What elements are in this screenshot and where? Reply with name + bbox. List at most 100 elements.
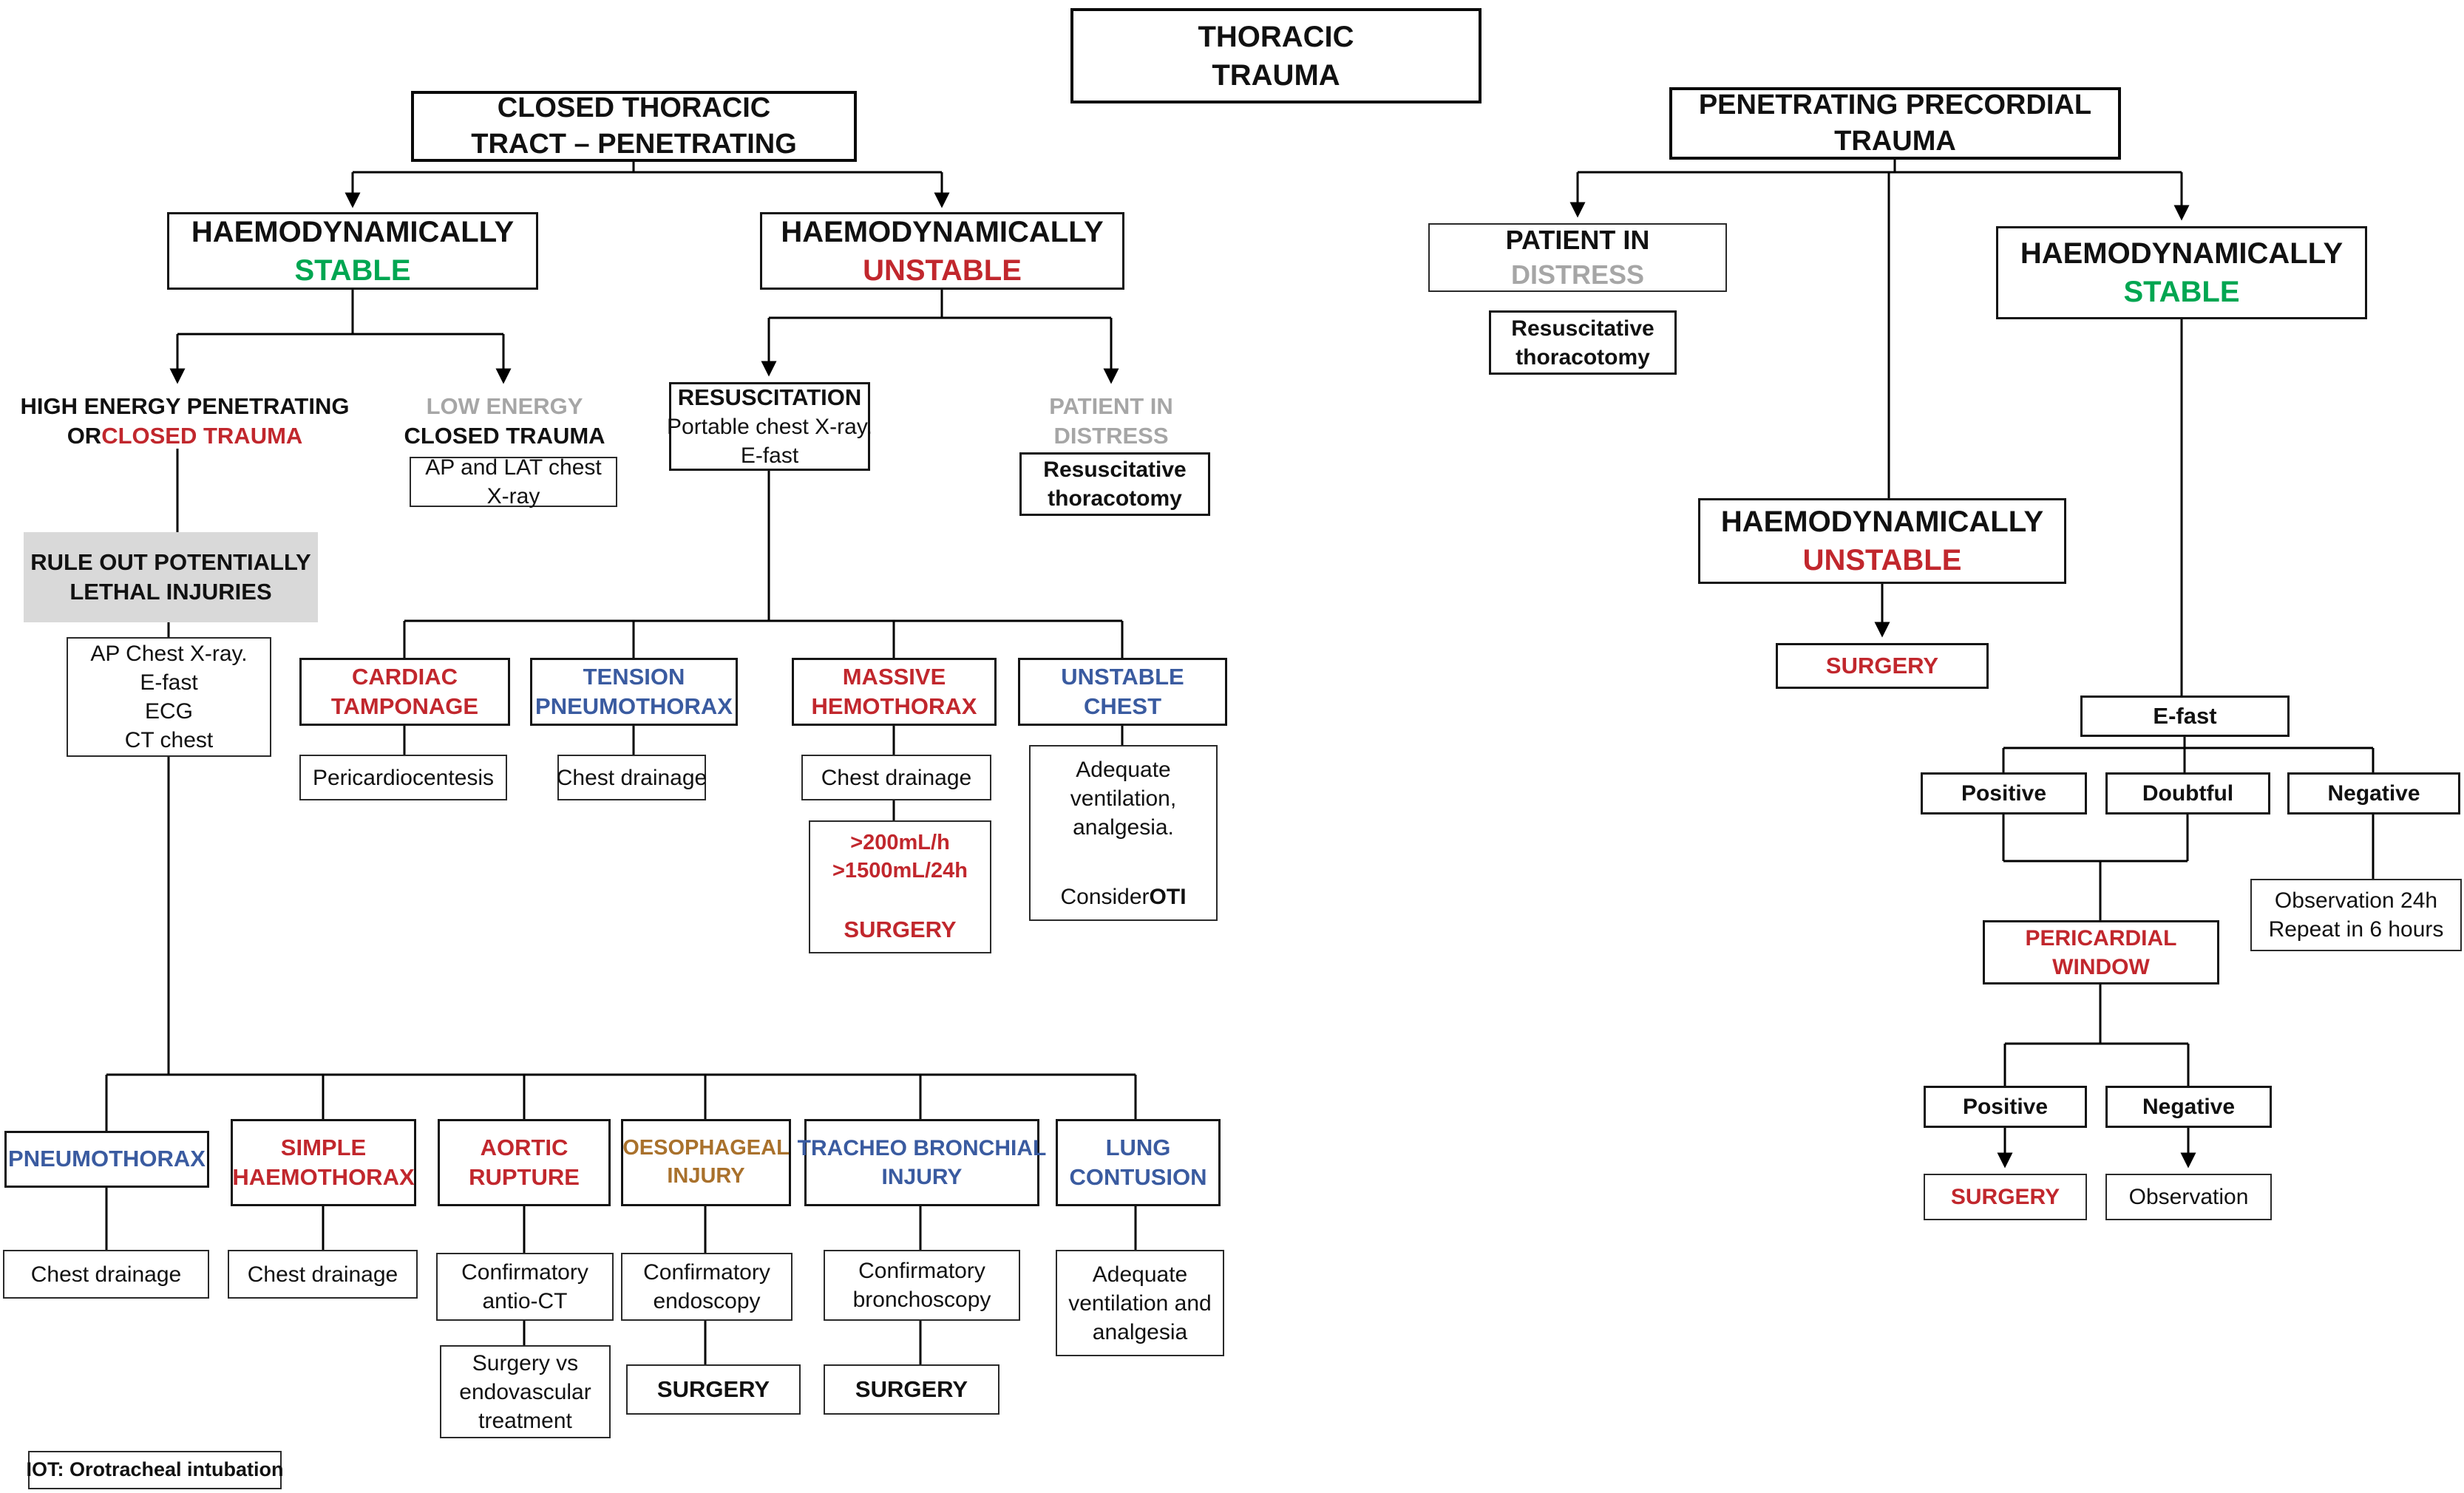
node-patient-in-distress-left: PATIENT IN DISTRESS (1026, 390, 1196, 452)
node-tracheo-bronchial-injury: TRACHEO BRONCHIAL INJURY (798, 1119, 1046, 1206)
node-pericardiocentesis: Pericardiocentesis (299, 755, 507, 800)
text-line: PNEUMOTHORAX (8, 1146, 206, 1172)
text-line: LUNG (1105, 1134, 1171, 1160)
node-cardiac-tamponage: CARDIAC TAMPONAGE (299, 658, 510, 726)
text-line: endoscopy (653, 1289, 761, 1313)
text-line: E-fast (740, 443, 799, 469)
node-thoracic-trauma: THORACIC TRAUMA (1070, 8, 1482, 103)
text-line: SURGERY (844, 916, 957, 942)
text-line: STABLE (294, 254, 411, 287)
text-line: Adequate (1076, 757, 1171, 782)
text-line: Chest drainage (821, 765, 972, 790)
node-oesophageal-injury: OESOPHAGEAL INJURY (621, 1119, 791, 1206)
text-line: STABLE (2123, 276, 2240, 308)
node-adequate-ventilation-analgesia: Adequate ventilation, analgesia. Conside… (1029, 745, 1218, 921)
text-line: Resuscitative (1511, 316, 1654, 341)
text-line: OR CLOSED TRAUMA (67, 421, 303, 451)
node-surgery-endoscopy: SURGERY (626, 1364, 801, 1415)
text-line: HAEMODYNAMICALLY (2020, 237, 2343, 270)
text-line: DISTRESS (1053, 423, 1169, 449)
text-part: OTI (1149, 884, 1187, 909)
text-line: AP Chest X-ray. (90, 642, 248, 666)
node-efast: E-fast (2080, 696, 2290, 737)
text-line: HAEMODYNAMICALLY (1720, 506, 2044, 538)
text-line: SURGERY (656, 1375, 770, 1402)
text-line: Negative (2142, 1095, 2236, 1119)
text-line: Pericardiocentesis (312, 765, 495, 790)
node-observation-24h: Observation 24h Repeat in 6 hours (2250, 879, 2462, 951)
node-window-positive: Positive (1924, 1086, 2087, 1128)
node-chest-drainage-tension: Chest drainage (556, 755, 707, 800)
node-patient-in-distress-right: PATIENT IN DISTRESS (1428, 223, 1727, 292)
text-line: UNSTABLE (1802, 544, 1962, 577)
text-line: Confirmatory (858, 1259, 985, 1283)
node-low-energy-closed-trauma: LOW ENERGY CLOSED TRAUMA (404, 390, 605, 452)
text-line: Chest drainage (247, 1262, 398, 1287)
text-line: CLOSED TRAUMA (404, 423, 605, 449)
text-line: analgesia (1092, 1319, 1188, 1344)
node-chest-drainage-massive: Chest drainage (801, 755, 991, 800)
text-line: HAEMOTHORAX (232, 1164, 415, 1190)
text-line: SURGERY (1825, 652, 1939, 679)
text-line: PATIENT IN (1049, 392, 1173, 419)
text-line: HEMOTHORAX (811, 693, 977, 719)
text-line: PENETRATING PRECORDIAL (1698, 89, 2092, 120)
text-line: Doubtful (2142, 781, 2234, 806)
text-line: INJURY (667, 1164, 745, 1188)
text-line: Resuscitative (1043, 458, 1187, 482)
text-line: Consider OTI (1060, 882, 1186, 911)
node-ap-lat-chest-xray: AP and LAT chest X-ray (410, 455, 617, 509)
text-line: endovascular (459, 1379, 591, 1404)
node-resuscitative-thoracotomy-right: Resuscitative thoracotomy (1489, 310, 1677, 375)
text-line: antio-CT (482, 1289, 568, 1313)
node-closed-thoracic-header: CLOSED THORACIC TRACT – PENETRATING (411, 91, 857, 162)
text-line: thoracotomy (1516, 344, 1650, 370)
text-part: CLOSED TRAUMA (101, 423, 303, 449)
text-line: ventilation, (1070, 786, 1177, 811)
text-line: Surgery vs (472, 1350, 579, 1375)
text-line: Adequate (1092, 1262, 1188, 1287)
text-part: OR (67, 423, 102, 449)
text-line: Chest drainage (30, 1262, 182, 1287)
text-line: Chest drainage (556, 765, 707, 790)
text-line: CONTUSION (1069, 1164, 1207, 1190)
node-confirmatory-endoscopy: Confirmatory endoscopy (621, 1253, 793, 1321)
node-efast-positive: Positive (1921, 772, 2087, 814)
node-resuscitation: RESUSCITATION Portable chest X-ray. E-fa… (667, 382, 872, 471)
node-ap-chest-xray-workup: AP Chest X-ray. E-fast ECG CT chest (67, 637, 271, 757)
text-line: UNSTABLE (1061, 663, 1184, 690)
text-part: Consider (1060, 884, 1150, 909)
text-line: RUPTURE (469, 1164, 580, 1190)
node-massive-hemothorax: MASSIVE HEMOTHORAX (792, 658, 997, 726)
node-haemodynamically-stable-left: HAEMODYNAMICALLY STABLE (167, 212, 538, 290)
node-pericardial-window: PERICARDIAL WINDOW (1983, 920, 2219, 984)
node-haemodynamically-unstable-left: HAEMODYNAMICALLY UNSTABLE (760, 212, 1124, 290)
text-line: LETHAL INJURIES (69, 579, 272, 605)
text-line: TRACHEO BRONCHIAL (797, 1136, 1047, 1160)
node-rule-out-lethal-injuries: RULE OUT POTENTIALLY LETHAL INJURIES (24, 532, 318, 622)
text-line: treatment (478, 1408, 572, 1433)
text-line: Repeat in 6 hours (2268, 917, 2444, 942)
node-chest-drainage-pneumothorax: Chest drainage (3, 1250, 209, 1299)
text-line: ECG (144, 699, 193, 724)
text-line: thoracotomy (1048, 486, 1182, 511)
title-line: THORACIC (1198, 20, 1354, 53)
node-tension-pneumothorax: TENSION PNEUMOTHORAX (530, 658, 738, 726)
node-lung-contusion: LUNG CONTUSION (1056, 1119, 1221, 1206)
node-penetrating-precordial-header: PENETRATING PRECORDIAL TRAUMA (1669, 87, 2121, 160)
node-haemodynamically-unstable-right: HAEMODYNAMICALLY UNSTABLE (1698, 498, 2066, 584)
text-line: SIMPLE (280, 1134, 367, 1160)
text-line: E-fast (2153, 702, 2217, 729)
text-line: Positive (1961, 781, 2047, 806)
text-line: TRACT – PENETRATING (471, 129, 797, 160)
text-line: Portable chest X-ray. (667, 415, 872, 440)
text-line: CARDIAC (352, 663, 458, 690)
text-line: RESUSCITATION (677, 384, 862, 410)
text-line: MASSIVE (842, 663, 946, 690)
node-iot-footnote: IOT: Orotracheal intubation (26, 1451, 284, 1489)
node-confirmatory-antio-ct: Confirmatory antio-CT (436, 1253, 614, 1321)
text-line: OESOPHAGEAL (622, 1136, 790, 1160)
text-line: >200mL/h (850, 831, 950, 855)
text-line: PATIENT IN (1505, 224, 1650, 255)
